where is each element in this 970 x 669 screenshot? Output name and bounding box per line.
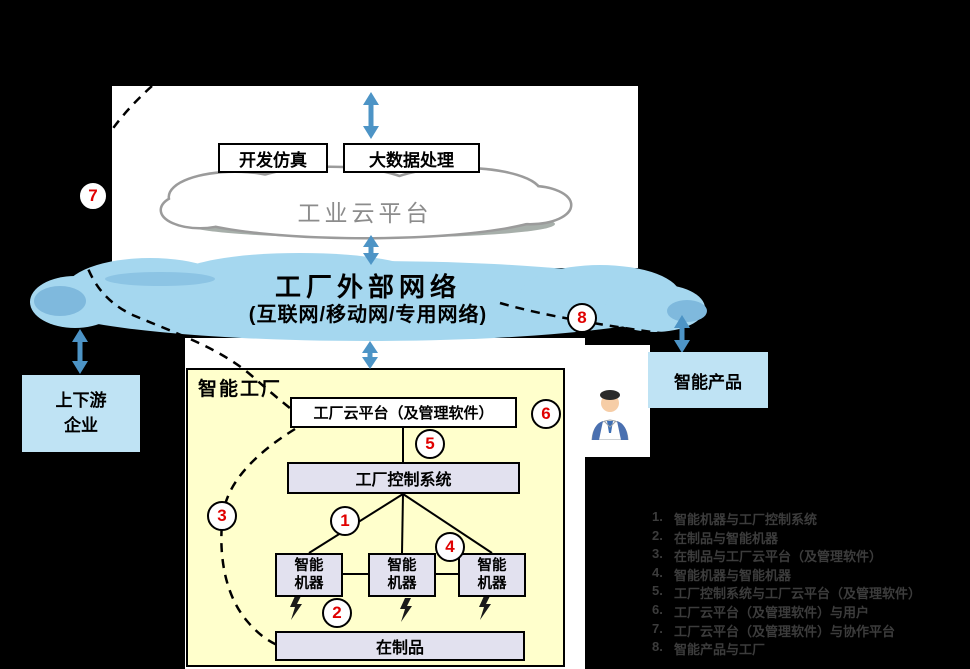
partners-box: 上下游 企业	[22, 375, 140, 452]
products-label: 智能产品	[674, 372, 742, 392]
marker-4: 4	[435, 532, 465, 562]
legend-item-text: 智能机器与工厂控制系统	[674, 512, 818, 527]
marker-5: 5	[415, 429, 445, 459]
marker-1-label: 1	[340, 511, 350, 530]
legend-item-text: 智能机器与智能机器	[674, 567, 792, 583]
smart-machine-label-line1: 智能	[387, 557, 417, 574]
smart-factory-title: 智能工厂	[198, 379, 283, 400]
marker-1: 1	[330, 506, 360, 536]
legend-item: 4. 智能机器与智能机器	[652, 565, 964, 584]
legend-item: 7. 工厂云平台（及管理软件）与协作平台	[652, 621, 964, 640]
marker-3-label: 3	[217, 506, 227, 525]
legend-item-num: 8.	[652, 639, 663, 655]
external-network-band-shape	[30, 253, 707, 341]
lightning-icon-left	[290, 596, 302, 620]
double-arrow-icon-factory	[362, 341, 378, 369]
legend-item: 6. 工厂云平台（及管理软件）与用户	[652, 602, 964, 621]
legend-item: 8. 智能产品与工厂	[652, 639, 964, 658]
industrial-cloud-label: 工业云平台	[297, 200, 433, 226]
legend-item: 1. 智能机器与工厂控制系统	[652, 509, 964, 528]
factory-cloud-platform-box: 工厂云平台（及管理软件）	[290, 397, 517, 428]
dev-simulation-label: 开发仿真	[239, 150, 307, 170]
user-icon	[585, 384, 635, 440]
factory-control-label: 工厂控制系统	[355, 472, 452, 489]
marker-3: 3	[207, 501, 237, 531]
legend-item-num: 2.	[652, 527, 663, 543]
smart-machine-label-line2: 机器	[387, 576, 417, 592]
marker-2-label: 2	[332, 603, 342, 622]
legend-item: 5. 工厂控制系统与工厂云平台（及管理软件）	[652, 583, 964, 602]
external-network-title: 工厂外部网络	[274, 272, 461, 302]
marker-5-label: 5	[425, 434, 435, 453]
marker-8: 8	[567, 303, 597, 333]
marker-8-label: 8	[577, 308, 587, 327]
legend-item-num: 6.	[652, 601, 663, 617]
legend: 1. 智能机器与工厂控制系统 2. 在制品与智能机器 3. 在制品与工厂云平台（及管理…	[652, 509, 964, 658]
external-network-label: 工厂外部网络 (互联网/移动网/专用网络)	[168, 272, 568, 329]
lightning-icon-middle	[400, 598, 412, 622]
smart-machine-box-2: 智能 机器	[368, 553, 436, 597]
wip-label: 在制品	[375, 640, 424, 657]
marker-6-label: 6	[541, 404, 551, 423]
dashed-link-collaboration	[77, 85, 292, 410]
partners-label-line2: 企业	[64, 415, 98, 435]
legend-item-num: 3.	[652, 546, 663, 562]
lightning-icon-right	[479, 596, 491, 620]
smart-machine-label-line2: 机器	[294, 576, 324, 592]
partners-label-line1: 上下游	[55, 390, 107, 410]
legend-item: 3. 在制品与工厂云平台（及管理软件）	[652, 546, 964, 565]
legend-item-text: 工厂云平台（及管理软件）与协作平台	[674, 623, 896, 639]
legend-item-num: 4.	[652, 564, 663, 580]
dashed-link-wip	[220, 427, 296, 647]
factory-cloud-platform-label: 工厂云平台（及管理软件）	[313, 405, 494, 422]
smart-machine-label-line1: 智能	[477, 557, 507, 574]
legend-item-text: 在制品与工厂云平台（及管理软件）	[674, 549, 883, 565]
big-data-label: 大数据处理	[369, 150, 454, 170]
legend-item-text: 智能产品与工厂	[674, 642, 766, 658]
legend-item-num: 7.	[652, 620, 663, 636]
industrial-cloud-shape	[159, 165, 573, 240]
legend-item-text: 在制品与智能机器	[674, 530, 779, 546]
factory-control-box: 工厂控制系统	[287, 462, 520, 494]
products-box: 智能产品	[648, 352, 768, 408]
big-data-box: 大数据处理	[343, 143, 480, 173]
smart-machine-label-line2: 机器	[477, 576, 507, 592]
marker-2: 2	[322, 598, 352, 628]
legend-item-num: 1.	[652, 509, 663, 524]
smart-machine-box-3: 智能 机器	[458, 553, 526, 597]
marker-7: 7	[78, 181, 108, 211]
legend-item-text: 工厂云平台（及管理软件）与用户	[674, 604, 870, 620]
marker-7-label: 7	[88, 186, 98, 205]
smart-machine-box-1: 智能 机器	[275, 553, 343, 597]
wip-box: 在制品	[275, 631, 525, 661]
legend-item-num: 5.	[652, 583, 663, 599]
external-network-subtitle: (互联网/移动网/专用网络)	[248, 304, 488, 326]
double-arrow-icon-partners	[72, 329, 88, 374]
dev-simulation-box: 开发仿真	[218, 143, 328, 173]
marker-4-label: 4	[445, 537, 455, 556]
smart-machine-label-line1: 智能	[294, 557, 324, 574]
double-arrow-icon-products	[674, 315, 690, 353]
legend-item: 2. 在制品与智能机器	[652, 528, 964, 547]
double-arrow-icon-top	[363, 92, 379, 139]
legend-item-text: 工厂控制系统与工厂云平台（及管理软件）	[674, 586, 922, 602]
double-arrow-icon-cloud-band	[363, 235, 379, 265]
marker-6: 6	[531, 399, 561, 429]
